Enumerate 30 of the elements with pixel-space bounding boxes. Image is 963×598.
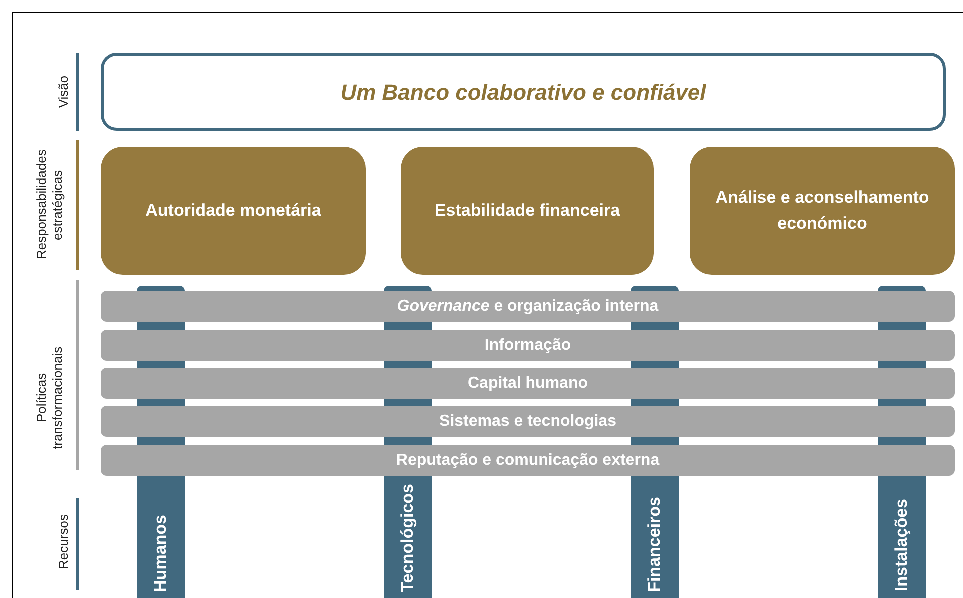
node-text: Sistemas e tecnologias xyxy=(440,412,616,432)
section-label: Recursos xyxy=(56,514,72,570)
node-text: Governance e organização interna xyxy=(397,296,659,316)
resource-pillar xyxy=(631,476,679,598)
responsibility-box xyxy=(690,147,955,275)
node-text: Autoridade monetária xyxy=(146,200,322,222)
node-text: Capital humano xyxy=(468,374,588,394)
node-text: Análise e aconselhamento económico xyxy=(714,187,930,235)
policy-bar xyxy=(101,330,955,361)
section-label: Políticas transformacionais xyxy=(34,346,66,452)
vision-box xyxy=(101,53,946,131)
resource-pillar xyxy=(878,476,926,598)
policy-bar xyxy=(101,368,955,399)
node-text: Informação xyxy=(484,336,572,356)
policy-bar xyxy=(101,291,955,322)
node-text: Um Banco colaborativo e confiável xyxy=(340,78,706,106)
section-label: Responsabilidades estratégicas xyxy=(34,149,66,262)
node-text: Financeiros xyxy=(644,496,666,592)
policy-bar xyxy=(101,445,955,476)
node-text: Estabilidade financeira xyxy=(434,200,620,222)
node-text: Tecnológicos xyxy=(397,484,418,592)
resource-pillar xyxy=(137,476,185,598)
node-text: Instalações xyxy=(891,499,912,592)
policy-bar xyxy=(101,406,955,437)
responsibility-box xyxy=(101,147,366,275)
responsibility-box xyxy=(401,147,654,275)
node-text: Reputação e comunicação externa xyxy=(396,450,660,470)
node-text: Humanos xyxy=(150,514,172,592)
resource-pillar xyxy=(384,476,432,598)
section-label: Visão xyxy=(56,76,72,108)
